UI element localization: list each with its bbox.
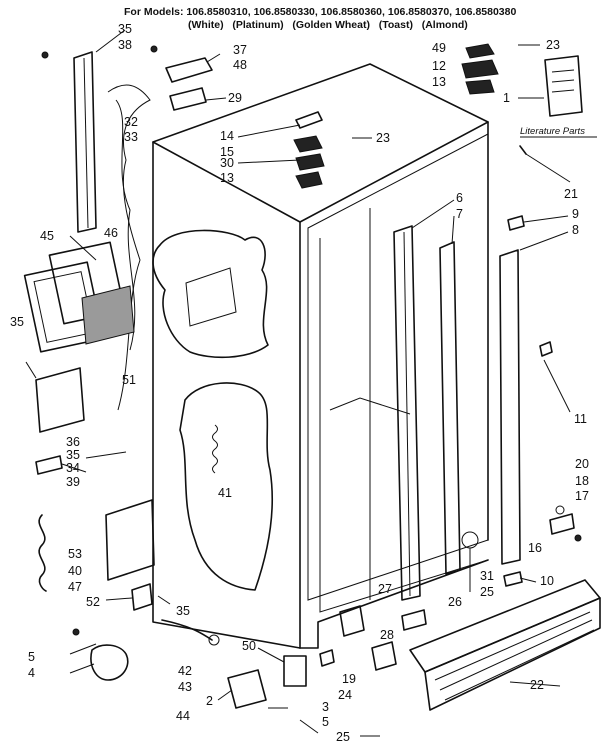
callout-6: 6: [456, 191, 463, 205]
callout-34: 34: [66, 461, 80, 475]
callout-41: 41: [218, 486, 232, 500]
callout-35d: 35: [176, 604, 190, 618]
callout-22: 22: [530, 678, 544, 692]
callout-50: 50: [242, 639, 256, 653]
callout-52: 52: [86, 595, 100, 609]
callout-23b: 23: [546, 38, 560, 52]
callout-10: 10: [540, 574, 554, 588]
callout-35c: 35: [66, 448, 80, 462]
callout-21: 21: [564, 187, 578, 201]
callout-30: 30: [220, 156, 234, 170]
callout-27: 27: [378, 582, 392, 596]
leader-lines: [25, 29, 571, 737]
callout-26: 26: [448, 595, 462, 609]
callout-39: 39: [66, 475, 80, 489]
callout-5b: 5: [28, 650, 35, 664]
callout-49: 49: [432, 41, 446, 55]
callout-4: 4: [28, 666, 35, 680]
callout-13a: 13: [220, 171, 234, 185]
colors-header: (White) (Platinum) (Golden Wheat) (Toast…: [188, 19, 468, 31]
callout-43: 43: [178, 680, 192, 694]
callout-7: 7: [456, 207, 463, 221]
callout-36: 36: [66, 435, 80, 449]
hinge-parts: [293, 43, 583, 189]
callout-51: 51: [122, 373, 136, 387]
callout-5a: 5: [322, 715, 329, 729]
callout-38: 38: [118, 38, 132, 52]
callout-47: 47: [68, 580, 82, 594]
callout-32: 32: [124, 115, 138, 129]
callout-19: 19: [342, 672, 356, 686]
callout-28: 28: [380, 628, 394, 642]
callout-13b: 13: [432, 75, 446, 89]
callout-25a: 25: [480, 585, 494, 599]
callout-11: 11: [574, 412, 587, 426]
callout-1: 1: [503, 91, 510, 105]
cabinet: [152, 63, 489, 649]
callout-3: 3: [322, 700, 329, 714]
callout-40: 40: [68, 564, 82, 578]
callout-20: 20: [575, 457, 589, 471]
callout-35b: 35: [10, 315, 24, 329]
callout-42: 42: [178, 664, 192, 678]
callout-44: 44: [176, 709, 190, 723]
callout-33: 33: [124, 130, 138, 144]
callout-12: 12: [432, 59, 446, 73]
callout-23a: 23: [376, 131, 390, 145]
models-header: For Models: 106.8580310, 106.8580330, 10…: [124, 6, 516, 18]
callout-24: 24: [338, 688, 352, 702]
callout-18: 18: [575, 474, 589, 488]
callout-2: 2: [206, 694, 213, 708]
callout-37: 37: [233, 43, 247, 57]
upper-left-parts: [23, 45, 213, 611]
bottom-parts: [72, 605, 397, 709]
callout-53: 53: [68, 547, 82, 561]
callout-8: 8: [572, 223, 579, 237]
right-side-parts: [393, 145, 601, 711]
callout-45: 45: [40, 229, 54, 243]
callout-31: 31: [480, 569, 494, 583]
callout-25b: 25: [336, 730, 350, 744]
callout-16: 16: [528, 541, 542, 555]
callout-9: 9: [572, 207, 579, 221]
callout-labels: 35 38 37 48 29 32 33 14 15 30 13 23 49 1…: [10, 22, 589, 744]
callout-17: 17: [575, 489, 589, 503]
callout-46: 46: [104, 226, 118, 240]
callout-35a: 35: [118, 22, 132, 36]
callout-29: 29: [228, 91, 242, 105]
callout-48: 48: [233, 58, 247, 72]
callout-15: 15: [220, 145, 234, 159]
callout-14: 14: [220, 129, 234, 143]
literature-parts-label: Literature Parts: [520, 126, 585, 137]
